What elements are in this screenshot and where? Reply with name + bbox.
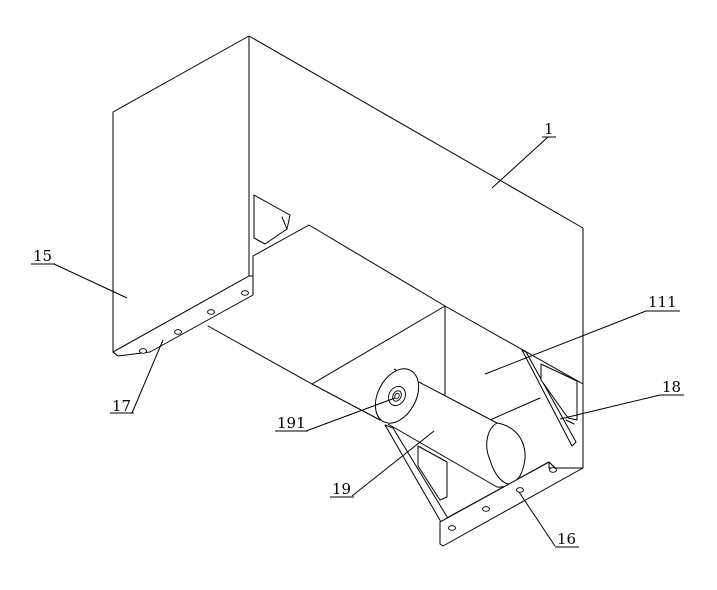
plate-17-hole [241, 290, 249, 296]
mounting-plate-16 [439, 461, 584, 547]
callout-16: 16 [557, 530, 576, 548]
leader-111 [484, 310, 647, 375]
leader-1 [491, 136, 549, 189]
plate-16-hole [482, 506, 490, 512]
leader-16 [518, 491, 556, 547]
plate-17-hole [174, 329, 182, 335]
plate-17-hole [139, 348, 147, 354]
callout-19: 19 [332, 480, 351, 498]
leader-17 [131, 339, 164, 414]
bracket-left [384, 424, 450, 523]
callout-18: 18 [662, 378, 681, 396]
mounting-plate-17 [112, 275, 254, 357]
callout-1: 1 [544, 120, 554, 138]
plate-17-hole [207, 309, 215, 315]
leader-18 [559, 394, 661, 420]
housing [112, 35, 584, 541]
housing-window [253, 194, 291, 245]
leader-15 [53, 263, 128, 299]
roller-body [387, 368, 526, 488]
leader-191 [305, 397, 396, 432]
callout-15: 15 [33, 247, 52, 265]
callout-111: 111 [648, 293, 677, 311]
plate-16-hole [448, 525, 456, 531]
housing-right-face [248, 35, 584, 541]
plate-16-hole [516, 487, 524, 493]
roller-19 [374, 368, 526, 488]
callout-17: 17 [112, 397, 131, 415]
leader-19 [351, 430, 435, 497]
callout-labels: 1 15 111 18 17 191 19 16 [31, 120, 684, 548]
callout-191: 191 [277, 414, 306, 432]
bracket-18-plate [521, 349, 577, 447]
callout-leaders [53, 136, 661, 547]
bracket-18 [521, 349, 578, 447]
plate-16-hole [549, 467, 557, 473]
